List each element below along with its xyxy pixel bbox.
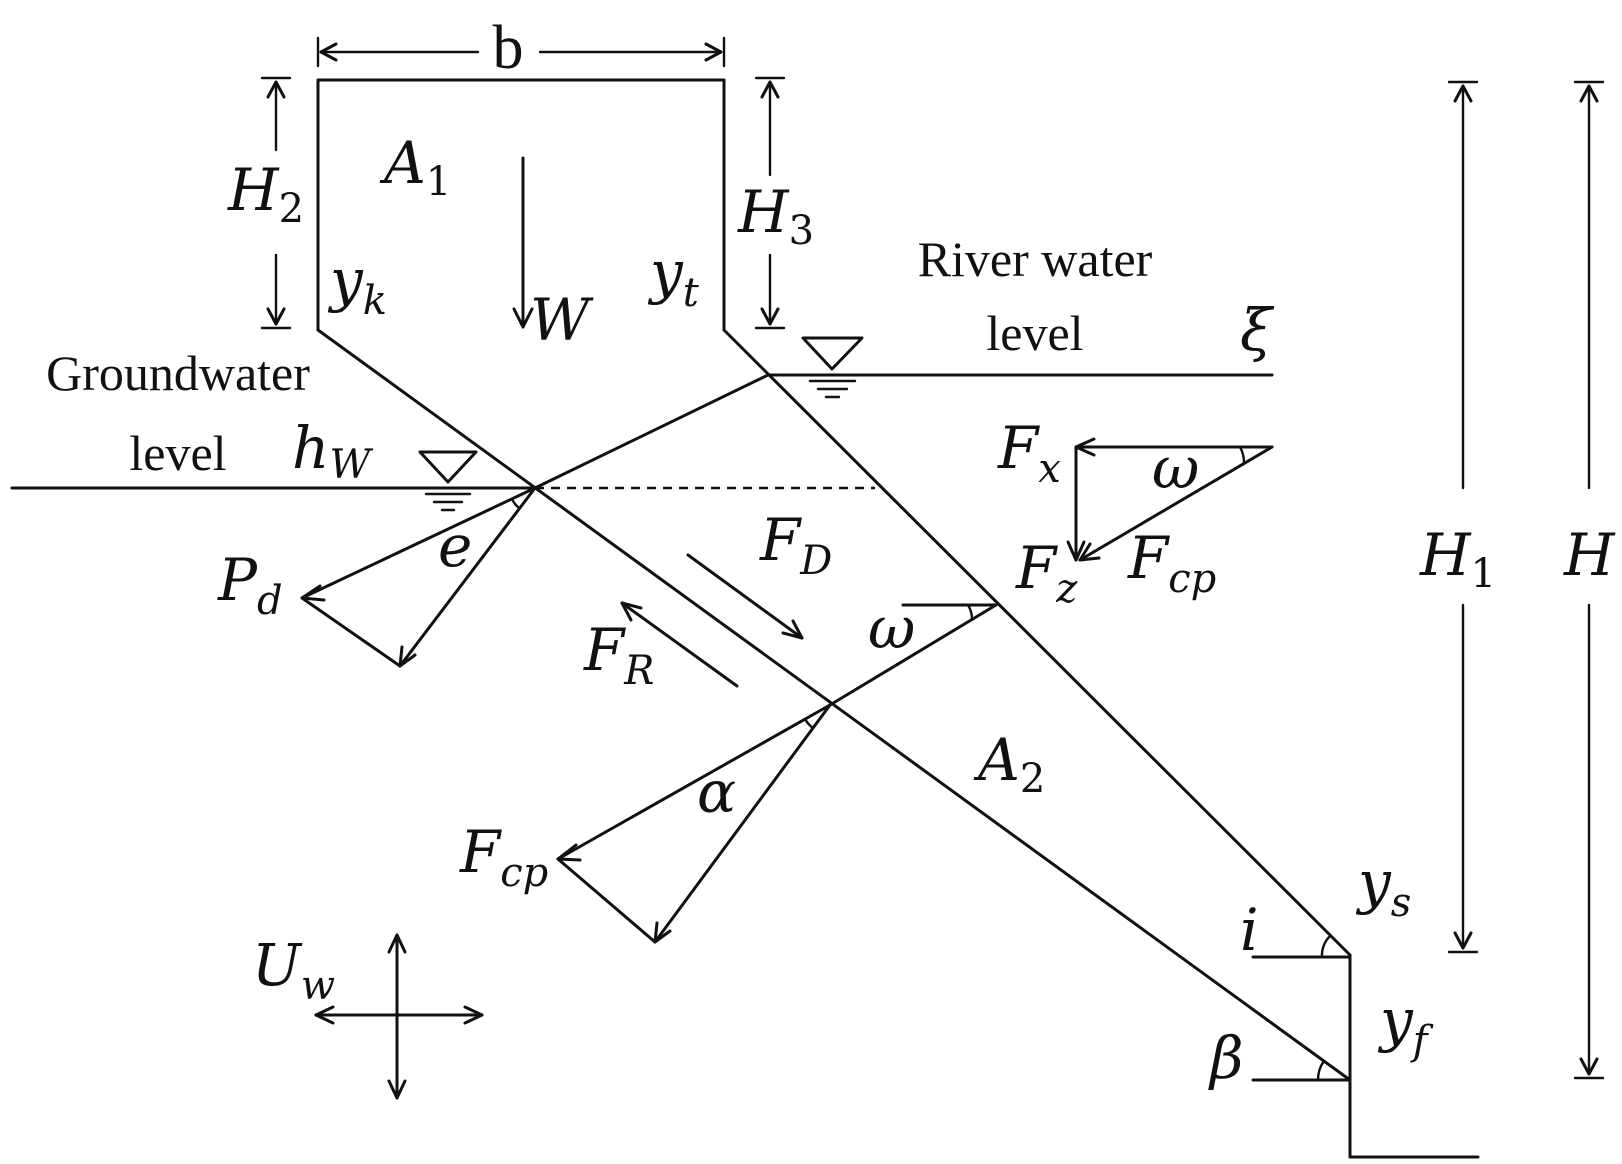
label-h3: H3 bbox=[737, 178, 814, 254]
driving-force-arrow bbox=[686, 553, 804, 640]
groundwater-level-symbol bbox=[418, 450, 478, 512]
pd-arrow bbox=[300, 486, 537, 600]
dimensions bbox=[260, 36, 1605, 1080]
label-h1: H1 bbox=[1419, 521, 1496, 597]
label-e: e bbox=[438, 512, 472, 580]
omega-top-arc bbox=[1238, 445, 1246, 465]
left-slope-face bbox=[316, 328, 1352, 1082]
omega-mid-arc bbox=[966, 603, 974, 621]
label-yk: yk bbox=[327, 246, 387, 324]
fcp-bottom-arrow bbox=[556, 703, 832, 861]
fcp-bottom-closing bbox=[556, 857, 657, 944]
angle-arc-i bbox=[1320, 934, 1332, 959]
label-b: b bbox=[493, 14, 524, 82]
label-beta: β bbox=[1208, 1024, 1244, 1092]
e-arc bbox=[510, 497, 521, 510]
label-a1: A1 bbox=[379, 129, 451, 205]
force-arrows bbox=[300, 156, 1274, 1100]
label-omega-mid: ω bbox=[868, 594, 915, 662]
label-hw: hW bbox=[292, 414, 373, 488]
water-levels bbox=[10, 336, 1274, 512]
label-uw: Uw bbox=[252, 931, 335, 1009]
resisting-force-arrow bbox=[620, 601, 739, 688]
label-omega-top: ω bbox=[1152, 434, 1199, 502]
label-fd: FD bbox=[759, 506, 832, 584]
label-h2: H2 bbox=[227, 156, 304, 232]
label-fz: Fz bbox=[1015, 534, 1078, 612]
label-ys: ys bbox=[1355, 848, 1411, 926]
label-fcp-top: Fcp bbox=[1127, 524, 1216, 602]
label-yf: yf bbox=[1377, 986, 1434, 1064]
label-yt: yt bbox=[647, 238, 700, 316]
labels: b H2 H3 H1 H A1 A2 W yk yt ys yf River w… bbox=[46, 14, 1616, 1092]
label-alpha: α bbox=[697, 758, 736, 826]
river-level-symbol bbox=[801, 336, 864, 399]
label-groundwater-level: level bbox=[129, 425, 226, 481]
label-pd: Pd bbox=[217, 546, 283, 624]
label-h: H bbox=[1563, 521, 1616, 589]
label-xi: ξ bbox=[1240, 296, 1275, 364]
right-slope-face bbox=[722, 328, 1352, 957]
label-river-water: River water bbox=[918, 231, 1153, 287]
label-i: i bbox=[1240, 896, 1259, 964]
label-fcp-bottom: Fcp bbox=[459, 818, 548, 896]
label-fx: Fx bbox=[997, 414, 1061, 492]
alpha-arc bbox=[803, 717, 815, 730]
structure-outline bbox=[316, 78, 1480, 1159]
label-river-level: level bbox=[986, 305, 1083, 361]
upper-block-outline bbox=[316, 78, 726, 332]
angle-arc-beta bbox=[1316, 1059, 1326, 1082]
pd-normal bbox=[398, 486, 537, 668]
failure-chord-line bbox=[533, 373, 770, 490]
label-a2: A2 bbox=[973, 726, 1045, 802]
toe-step bbox=[1348, 953, 1480, 1159]
fcp-bottom-normal bbox=[653, 703, 832, 944]
chord-lower-line bbox=[828, 603, 998, 707]
label-fr: FR bbox=[583, 616, 654, 694]
fcp-top-arrow bbox=[1078, 445, 1274, 562]
pd-closing bbox=[300, 596, 402, 668]
label-groundwater: Groundwater bbox=[46, 345, 310, 401]
label-w: W bbox=[530, 286, 594, 354]
